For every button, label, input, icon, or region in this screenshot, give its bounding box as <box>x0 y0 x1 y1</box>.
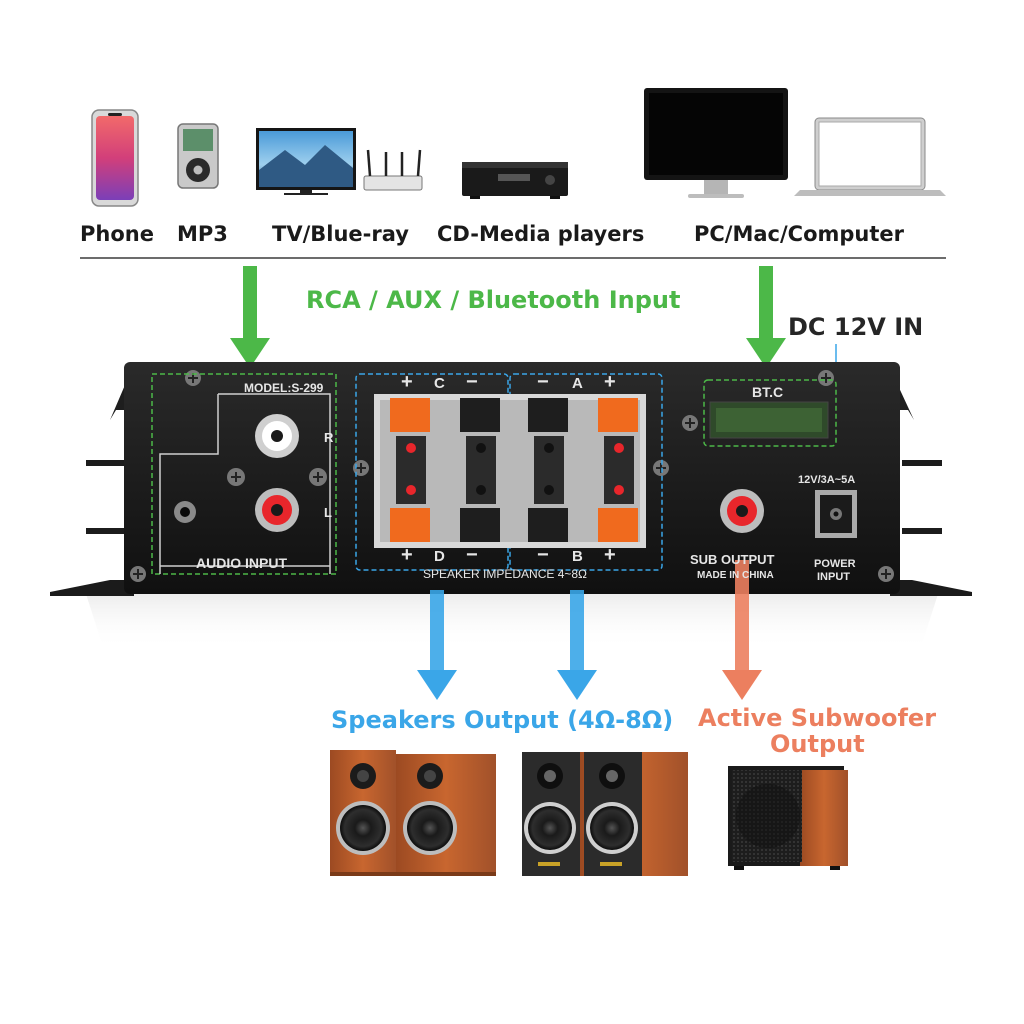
dc-caption: DC 12V IN <box>788 313 924 341</box>
rca-l-label: L <box>324 505 332 520</box>
device-label-mp3: MP3 <box>177 222 228 246</box>
amplifier-panel <box>50 362 972 650</box>
speaker-arrow-2 <box>557 590 597 700</box>
made-in-label: MADE IN CHINA <box>697 570 774 581</box>
bt-label: BT.C <box>752 384 784 400</box>
audio-input-label: AUDIO INPUT <box>196 555 287 571</box>
subwoofer-caption-line1: Active Subwoofer <box>698 704 937 732</box>
terminal-c-plus: + <box>401 371 413 393</box>
power-spec-label: 12V/3A~5A <box>798 474 856 486</box>
terminal-d-minus: − <box>466 544 478 566</box>
phone-icon <box>91 109 139 207</box>
terminal-c-minus: − <box>466 371 478 393</box>
terminal-c-label: C <box>434 375 445 392</box>
terminal-a-plus: + <box>604 371 616 393</box>
model-label: MODEL:S-299 <box>244 381 324 395</box>
terminal-b-minus: − <box>537 544 549 566</box>
input-arrow-left <box>230 266 270 368</box>
computer-laptop-icon <box>644 88 946 198</box>
device-label-phone: Phone <box>80 222 154 246</box>
subwoofer-icon <box>728 766 848 870</box>
subwoofer-arrow <box>722 560 762 700</box>
wooden-speakers-icon <box>330 750 496 876</box>
cd-player-icon <box>462 162 568 199</box>
terminal-a-minus: − <box>537 371 549 393</box>
terminal-b-label: B <box>572 548 583 565</box>
terminal-a-label: A <box>572 375 583 392</box>
terminal-d-label: D <box>434 548 445 565</box>
speaker-arrow-1 <box>417 590 457 700</box>
sub-output-label: SUB OUTPUT <box>690 552 775 567</box>
tv-router-icon <box>256 128 423 195</box>
input-arrow-right <box>746 266 786 368</box>
rca-r-label: R <box>324 430 334 445</box>
device-label-cd: CD-Media players <box>437 222 645 246</box>
mp3-player-icon <box>177 123 219 189</box>
terminal-b-plus: + <box>604 544 616 566</box>
device-label-tv: TV/Blue-ray <box>272 222 409 246</box>
input-caption: RCA / AUX / Bluetooth Input <box>306 286 681 314</box>
device-label-pc: PC/Mac/Computer <box>694 222 904 246</box>
impedance-label: SPEAKER IMPEDANCE 4~8Ω <box>423 567 588 581</box>
power-label-line1: POWER <box>814 558 856 570</box>
subwoofer-caption-line2: Output <box>770 730 865 758</box>
power-label-line2: INPUT <box>817 571 850 583</box>
speakers-caption: Speakers Output (4Ω-8Ω) <box>331 706 674 734</box>
terminal-d-plus: + <box>401 544 413 566</box>
speakers-dark-front-icon <box>522 752 688 876</box>
